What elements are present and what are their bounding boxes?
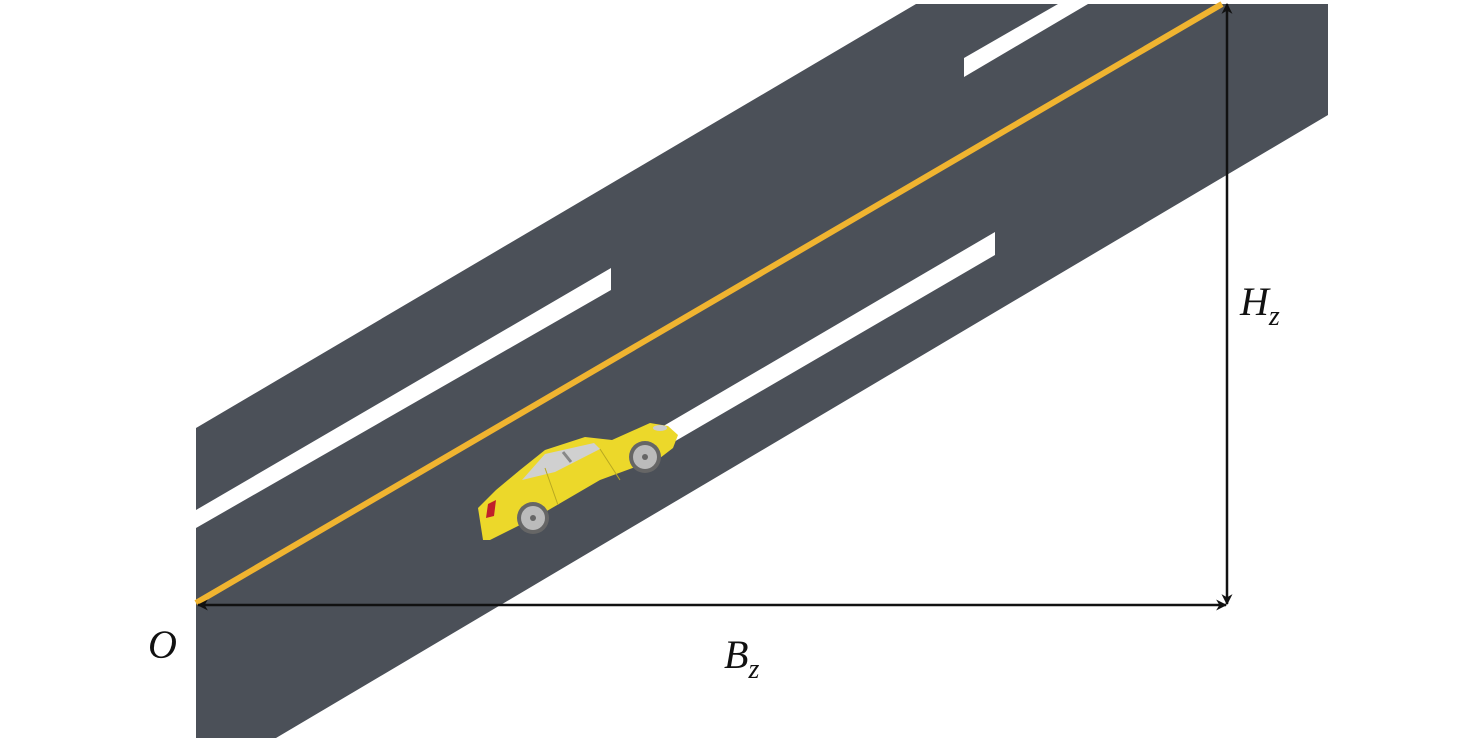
vertical-height-label: Hz [1239,279,1280,332]
lane-dash-lower [660,232,995,450]
origin-label: O [148,622,177,667]
lane-dash-upper-left [196,268,611,528]
horizontal-distance-label: Bz [724,632,759,685]
center-line [194,1,1224,606]
car [478,423,678,540]
lane-dash-upper-right [964,4,1088,77]
